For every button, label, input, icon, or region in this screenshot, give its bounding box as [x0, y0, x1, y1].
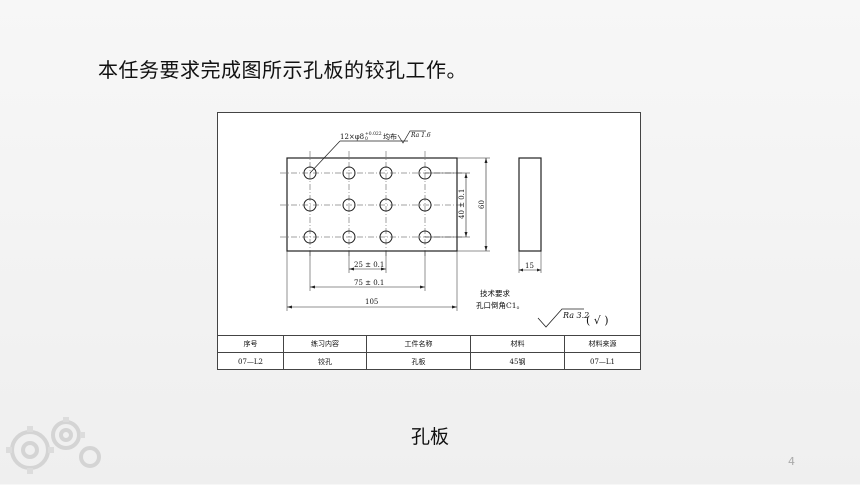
tb-value-material-source: 07—L1	[589, 357, 615, 366]
plate-outline	[286, 157, 458, 252]
callout-leader	[309, 140, 341, 174]
hole-r3-c3	[379, 230, 393, 244]
centerlines	[280, 151, 464, 258]
dim-60: 60	[478, 200, 486, 209]
hole-callout-prefix: 12×φ8	[340, 133, 364, 141]
hole-r2-c4	[418, 198, 432, 212]
hole-r2-c3	[379, 198, 393, 212]
task-heading: 本任务要求完成图所示孔板的铰孔工作。	[98, 58, 467, 82]
dim-15: 15	[525, 262, 534, 270]
figure-caption: 孔板	[410, 426, 449, 448]
hole-tolerance-lower: 0	[365, 136, 368, 142]
roughness-symbol-general	[537, 308, 584, 328]
hole-pattern	[303, 166, 432, 244]
tb-header-no: 序号	[218, 336, 284, 353]
tech-req-title: 技术要求	[480, 288, 510, 298]
hole-r1-c2	[342, 166, 356, 180]
tb-value-material: 45钢	[471, 353, 565, 370]
engineering-drawing: 12×φ8 +0.022 0 均布 Ra 1.6	[217, 112, 641, 370]
hole-roughness: Ra 1.6	[410, 132, 431, 139]
page-number: 4	[788, 455, 795, 468]
side-view	[518, 157, 542, 252]
tb-header-exercise: 练习内容	[284, 336, 367, 353]
hole-tolerance-upper: +0.022	[365, 131, 382, 137]
general-roughness-note: ( √ )	[586, 314, 609, 327]
dim-75: 75 ± 0.1	[354, 279, 384, 287]
drawing-canvas: 12×φ8 +0.022 0 均布 Ra 1.6	[280, 130, 609, 328]
tech-req-text: 孔口倒角C1。	[476, 300, 524, 310]
hole-r3-c1	[303, 230, 317, 244]
tb-header-material: 材料	[471, 336, 565, 353]
tb-value-exercise: 铰孔	[284, 353, 367, 370]
dim-25: 25 ± 0.1	[354, 261, 384, 269]
dim-40: 40 ± 0.1	[458, 189, 466, 219]
general-roughness: Ra 3.2	[562, 311, 589, 320]
tb-header-material-source: 材料来源	[565, 336, 640, 353]
gears-icon	[6, 417, 101, 474]
dim-105: 105	[365, 298, 378, 306]
hole-r2-c2	[342, 198, 356, 212]
roughness-symbol-small	[397, 130, 426, 144]
hole-r1-c3	[379, 166, 393, 180]
title-block: 序号 练习内容 工件名称 材料 材料来源 07—L2 铰孔 孔板 45钢 07—…	[218, 335, 640, 370]
hole-r3-c2	[342, 230, 356, 244]
tb-value-no: 07—L2	[218, 353, 284, 370]
hole-callout-suffix: 均布	[383, 132, 397, 141]
hole-r2-c1	[303, 198, 317, 212]
tb-value-part-name: 孔板	[367, 353, 471, 370]
tb-header-part-name: 工件名称	[367, 336, 471, 353]
hole-r1-c1	[303, 166, 317, 180]
